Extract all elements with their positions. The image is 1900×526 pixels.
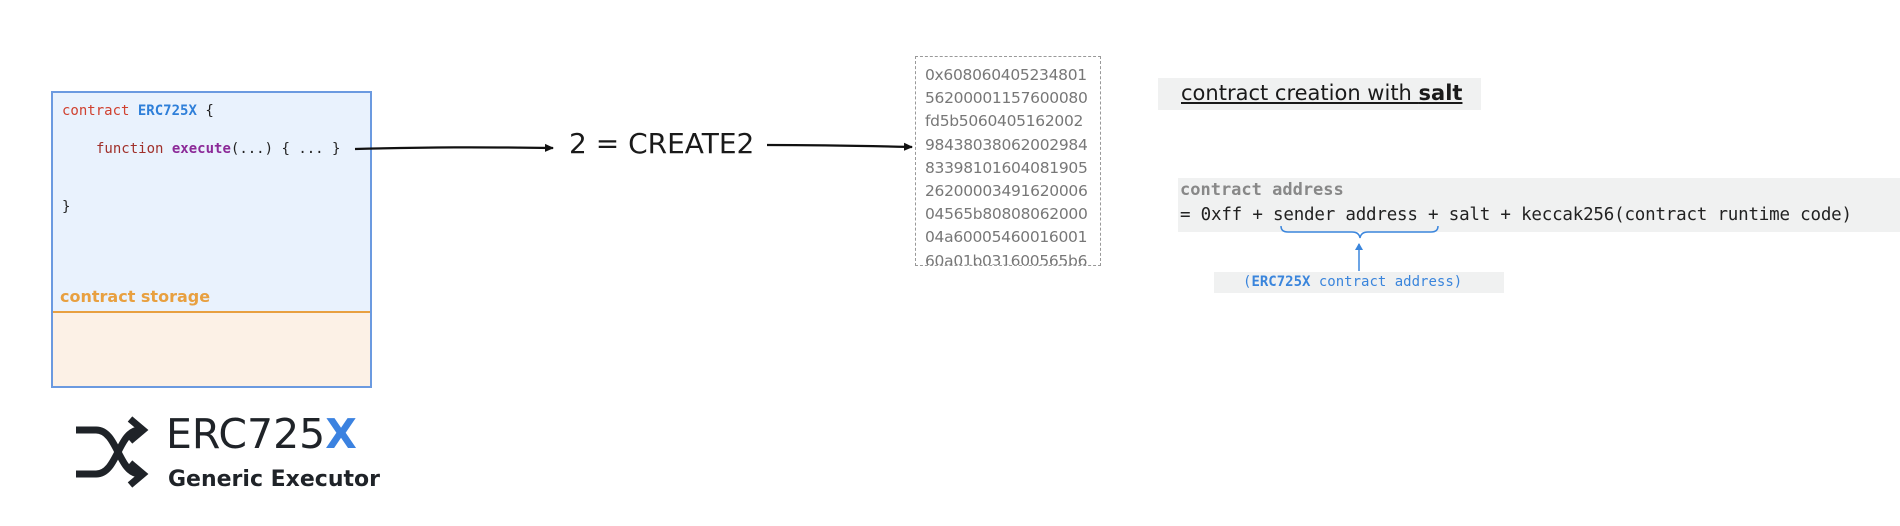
- underbrace-sender-address: [1280, 225, 1439, 239]
- shuffle-icon: [76, 416, 149, 488]
- arrow-execute-to-create2: [354, 143, 554, 152]
- function-declaration: function execute(...) { ... }: [96, 141, 340, 157]
- contract-address-label: contract address: [1180, 180, 1344, 200]
- erc-note-rest: contract address): [1310, 274, 1463, 290]
- erc-note-background: [1214, 272, 1504, 293]
- contract-declaration: contract ERC725X {: [62, 103, 214, 119]
- bytecode-line: 04565b80808062000: [925, 205, 1088, 224]
- address-formula-background: [1178, 178, 1900, 232]
- contract-storage-label: contract storage: [60, 287, 211, 306]
- bytecode-line: 26200003491620006: [925, 182, 1088, 201]
- bytecode-line: 60a01b031600565b6: [925, 251, 1088, 266]
- logo-title-x: X: [325, 410, 357, 458]
- bytecode-box: 0x608060405234801 56200001157600080 fd5b…: [915, 56, 1101, 266]
- contract-storage-area: [53, 312, 370, 386]
- salt-title: contract creation with salt: [1181, 81, 1462, 105]
- bytecode-line: 98438038062002984: [925, 135, 1088, 154]
- open-brace: {: [205, 103, 214, 119]
- erc-contract-address-note: (ERC725X contract address): [1243, 274, 1462, 290]
- salt-title-background: [1158, 78, 1481, 110]
- create2-label: 2 = CREATE2: [569, 127, 755, 160]
- close-brace: }: [62, 199, 71, 215]
- salt-title-bold: salt: [1418, 81, 1463, 105]
- function-name: execute: [171, 141, 231, 157]
- erc-note-open: (: [1243, 274, 1252, 290]
- bytecode-line: fd5b5060405162002: [925, 112, 1084, 131]
- bytecode-line: 0x608060405234801: [925, 66, 1087, 84]
- salt-title-prefix: contract creation with: [1181, 81, 1419, 105]
- logo-title: ERC725X: [166, 410, 357, 458]
- arrow-create2-to-bytecode: [766, 142, 913, 151]
- erc-note-name: ERC725X: [1251, 274, 1311, 290]
- storage-divider: [53, 311, 370, 313]
- bytecode-line: 04a60005460016001: [925, 228, 1088, 247]
- function-signature: (...) { ... }: [230, 141, 341, 157]
- logo-subtitle: Generic Executor: [168, 467, 380, 492]
- bytecode-line: 56200001157600080: [925, 89, 1088, 108]
- logo-title-prefix: ERC725: [166, 410, 326, 458]
- function-keyword: function: [96, 141, 164, 157]
- bytecode-line: 83398101604081905: [925, 158, 1088, 177]
- contract-name: ERC725X: [137, 103, 197, 119]
- contract-keyword: contract: [62, 103, 130, 119]
- address-formula: = 0xff + sender address + salt + keccak2…: [1180, 205, 1852, 225]
